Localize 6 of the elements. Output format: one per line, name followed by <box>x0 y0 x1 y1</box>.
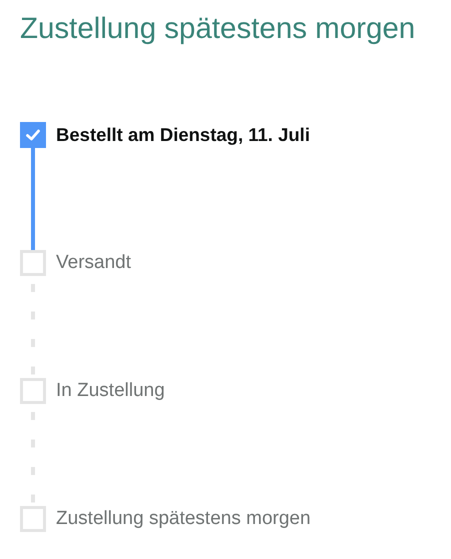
step-label: In Zustellung <box>56 380 165 402</box>
step-label: Zustellung spätestens morgen <box>56 508 311 530</box>
step-label: Versandt <box>56 252 131 274</box>
page-title: Zustellung spätestens morgen <box>20 12 416 46</box>
step-label: Bestellt am Dienstag, 11. Juli <box>56 124 310 146</box>
connector-line <box>31 148 35 250</box>
